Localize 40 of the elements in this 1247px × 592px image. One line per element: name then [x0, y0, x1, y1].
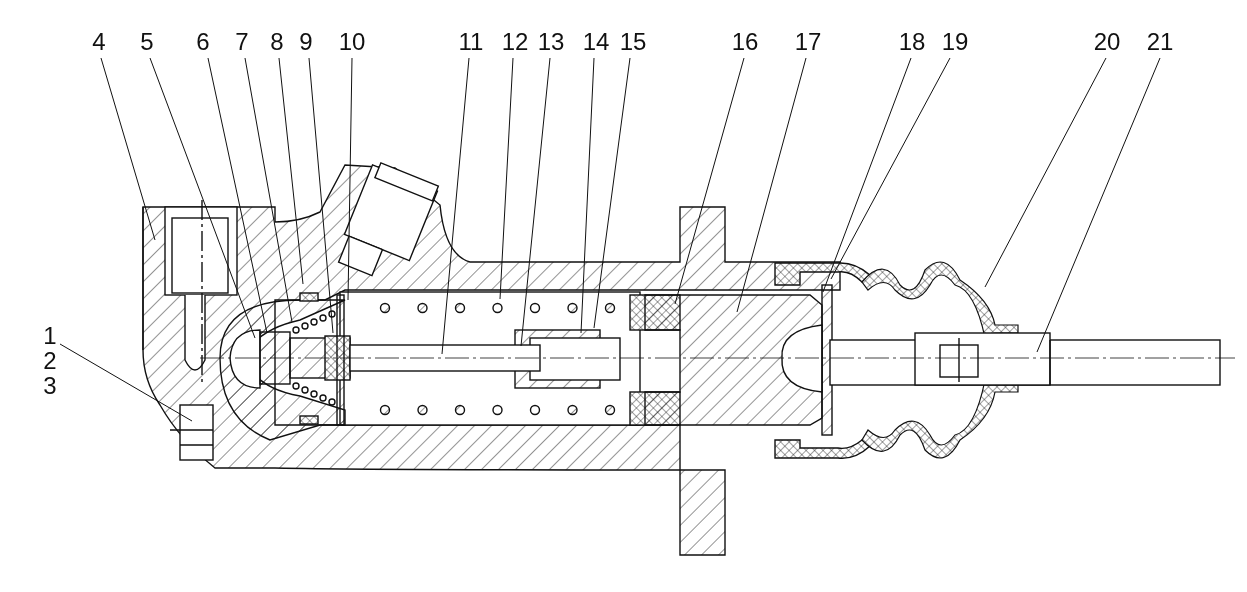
callout-number: 8: [270, 30, 284, 54]
leader-line: [593, 57, 631, 329]
leader-line: [736, 57, 807, 313]
callout-number: 17: [794, 30, 822, 54]
callout-number: 12: [501, 30, 529, 54]
callout-number: 20: [1093, 30, 1121, 54]
leader-line: [244, 57, 293, 323]
callout-number: 6: [196, 30, 210, 54]
callout-number: 11: [458, 30, 484, 54]
leader-line: [580, 57, 595, 334]
callout-number: 16: [731, 30, 759, 54]
callout-number: 3: [43, 374, 57, 398]
leader-line: [822, 57, 912, 293]
callout-number: 9: [299, 30, 313, 54]
callout-number: 14: [582, 30, 610, 54]
leader-line: [308, 57, 334, 334]
callout-number: 1: [43, 324, 57, 348]
callout-number: 19: [941, 30, 969, 54]
leader-line: [674, 57, 745, 305]
leader-line: [520, 57, 551, 347]
callout-number: 15: [619, 30, 647, 54]
callout-number: 5: [140, 30, 154, 54]
leader-line: [59, 343, 193, 422]
callout-number: 10: [338, 30, 366, 54]
callout-number: 4: [92, 30, 106, 54]
leader-line: [207, 57, 268, 334]
leader-line: [100, 57, 156, 241]
callout-number: 13: [537, 30, 565, 54]
leader-line: [278, 57, 304, 285]
leader-line: [830, 57, 951, 280]
leader-line: [1036, 57, 1161, 353]
callout-number: 2: [43, 349, 57, 373]
leader-line: [441, 57, 470, 355]
leader-line: [149, 57, 256, 339]
callout-number: 7: [235, 30, 249, 54]
leader-line: [347, 57, 353, 301]
callout-number: 18: [898, 30, 926, 54]
leader-line: [984, 57, 1107, 288]
callout-number: 21: [1146, 30, 1174, 54]
leader-line: [499, 57, 514, 300]
